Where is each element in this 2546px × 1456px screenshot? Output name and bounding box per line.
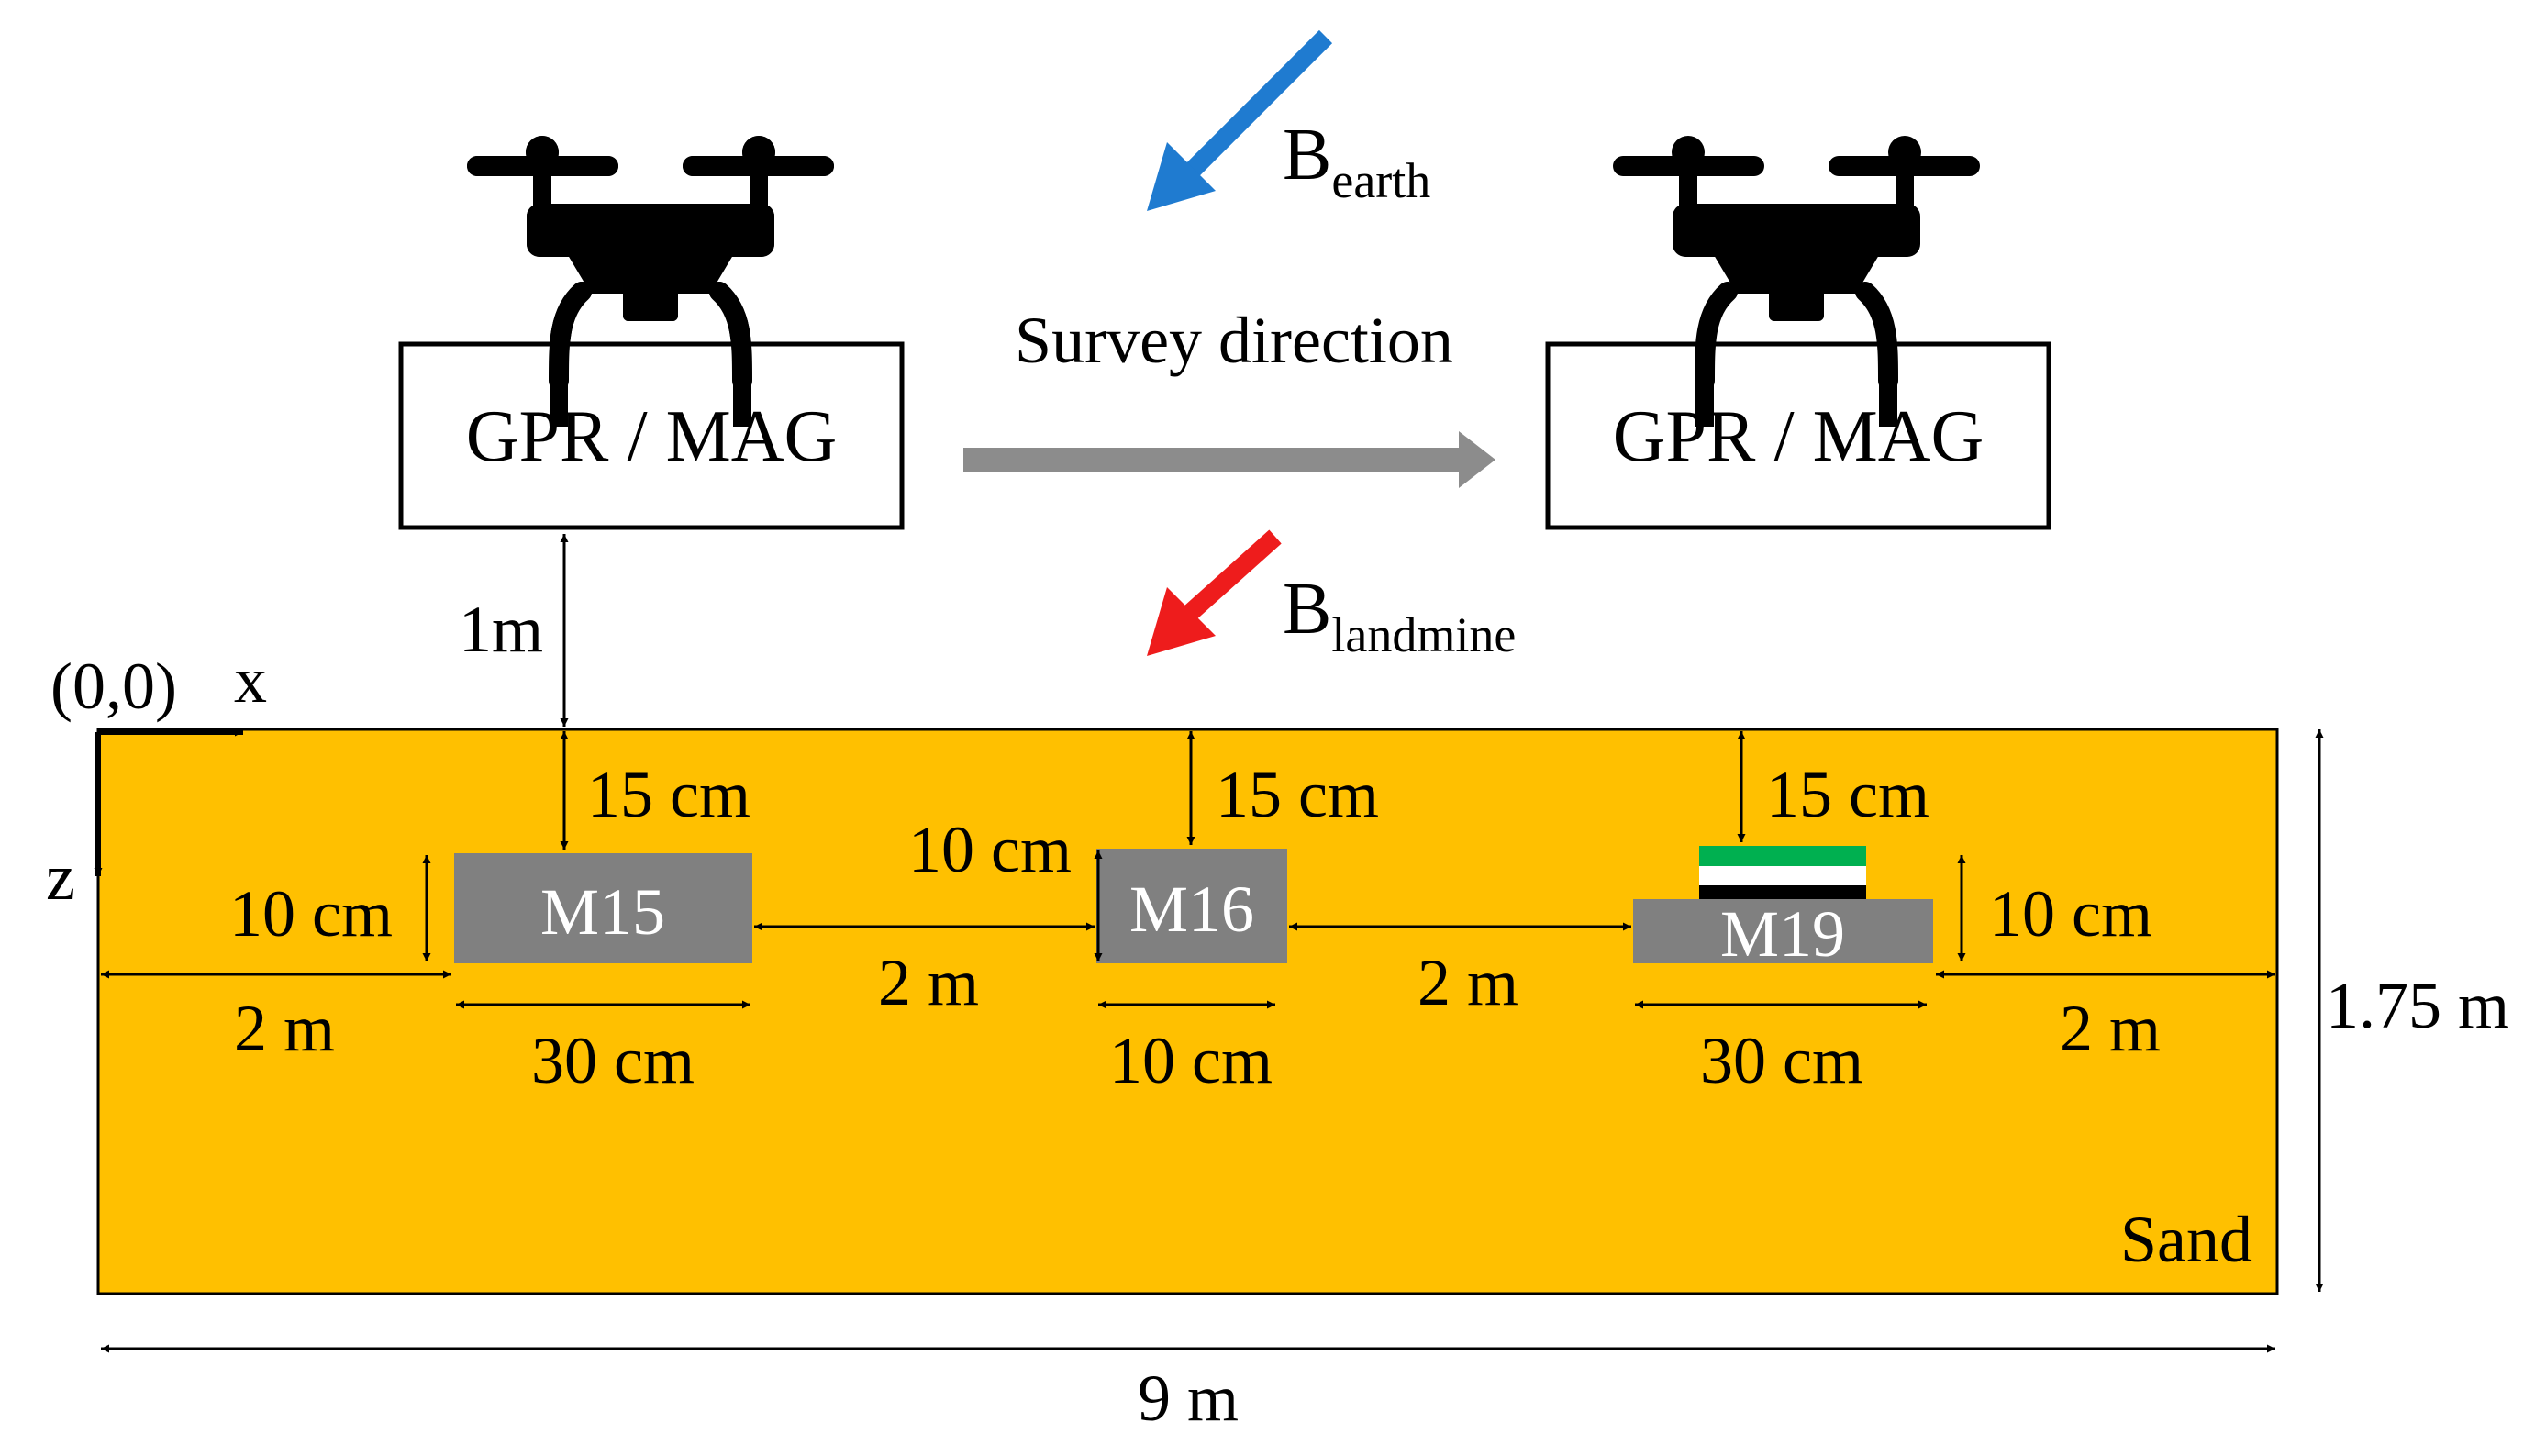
gap-1-label: 2 m — [878, 946, 979, 1019]
drone-2: GPR / MAG — [1545, 136, 2051, 530]
mine-body — [1633, 899, 1933, 963]
x-axis-label: x — [234, 643, 267, 717]
right-margin-label: 2 m — [2060, 992, 2161, 1065]
sensor-box — [1545, 341, 2051, 530]
mine-name: M19 — [1720, 897, 1845, 971]
height-label: 10 cm — [908, 813, 1072, 886]
z-axis-label: z — [46, 840, 75, 914]
drone-1: GPR / MAG — [398, 136, 905, 530]
height-label: 10 cm — [229, 877, 393, 950]
left-margin-label: 2 m — [234, 992, 335, 1065]
mine-body — [454, 853, 752, 963]
mine-name: M16 — [1129, 872, 1254, 946]
b-earth-arrow — [1147, 29, 1333, 211]
depth-label: 15 cm — [1766, 758, 1929, 831]
mine-body — [1096, 849, 1287, 963]
b-earth-label: Bearth — [1283, 115, 1430, 208]
mine-top-black — [1699, 885, 1866, 899]
sand-ground — [96, 728, 2279, 1295]
sensor-label: GPR / MAG — [466, 396, 838, 477]
width-label: 10 cm — [1109, 1024, 1273, 1097]
altitude-label: 1m — [459, 593, 543, 666]
b-landmine-arrow — [1147, 529, 1282, 656]
sensor-label: GPR / MAG — [1613, 396, 1985, 477]
total-depth-label: 1.75 m — [2326, 969, 2509, 1042]
survey-direction-arrow — [963, 431, 1495, 488]
width-label: 30 cm — [531, 1024, 695, 1097]
depth-label: 15 cm — [587, 758, 750, 831]
origin-label: (0,0) — [50, 650, 177, 723]
gap-2-label: 2 m — [1418, 946, 1518, 1019]
mine-m15: M15 15 cm 10 cm 30 cm — [229, 731, 752, 1097]
height-label: 10 cm — [1989, 877, 2152, 950]
mine-m16: M16 15 cm 10 cm 10 cm — [908, 731, 1379, 1097]
sand-label: Sand — [2120, 1203, 2252, 1276]
width-label: 30 cm — [1700, 1024, 1863, 1097]
survey-direction-label: Survey direction — [1015, 304, 1453, 377]
mine-m19: M19 15 cm 10 cm 30 cm — [1633, 731, 2152, 1097]
mine-name: M15 — [540, 875, 665, 949]
b-landmine-label: Blandmine — [1283, 569, 1516, 662]
total-width-label: 9 m — [1138, 1362, 1239, 1435]
mine-top-green — [1699, 846, 1866, 866]
depth-label: 15 cm — [1216, 758, 1379, 831]
sensor-box — [398, 341, 905, 530]
